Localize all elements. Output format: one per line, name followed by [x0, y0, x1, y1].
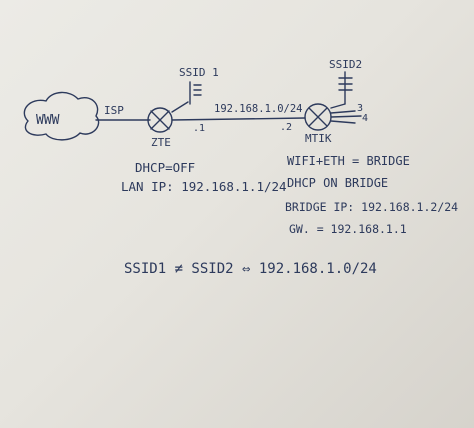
zte-note-lan-ip: LAN IP: 192.168.1.1/24 [121, 179, 287, 194]
zte-label: ZTE [151, 136, 171, 149]
port-4-label: 4 [362, 113, 368, 124]
subnet-label: 192.168.1.0/24 [214, 103, 303, 115]
mtik-ports-lines [330, 110, 362, 124]
port-3-label: 3 [357, 103, 363, 114]
ssid1-label: SSID 1 [179, 66, 219, 79]
mtik-label: MTIK [305, 132, 332, 145]
port-mtik-label: .2 [280, 122, 292, 133]
mtik-note-bridge-ip: BRIDGE IP: 192.168.1.2/24 [285, 200, 458, 214]
cloud-label: WWW [36, 113, 60, 128]
mtik-router-icon [304, 103, 332, 131]
mtik-note-dhcp: DHCP ON BRIDGE [287, 176, 388, 190]
port-zte-label: .1 [193, 123, 205, 134]
isp-label: ISP [104, 104, 124, 117]
ssid2-antenna-icon [330, 71, 353, 109]
ssid2-label: SSID2 [329, 58, 362, 71]
ssid1-antenna-icon [171, 81, 202, 113]
mtik-note-bridge: WIFI+ETH = BRIDGE [287, 154, 410, 168]
zte-router-icon [147, 107, 173, 133]
mtik-note-gateway: GW. = 192.168.1.1 [289, 222, 407, 236]
zte-note-dhcp: DHCP=OFF [135, 160, 195, 175]
summary-line: SSID1 ≠ SSID2 ⇔ 192.168.1.0/24 [124, 261, 377, 277]
internet-cloud [23, 91, 100, 141]
lan-link [171, 117, 306, 121]
